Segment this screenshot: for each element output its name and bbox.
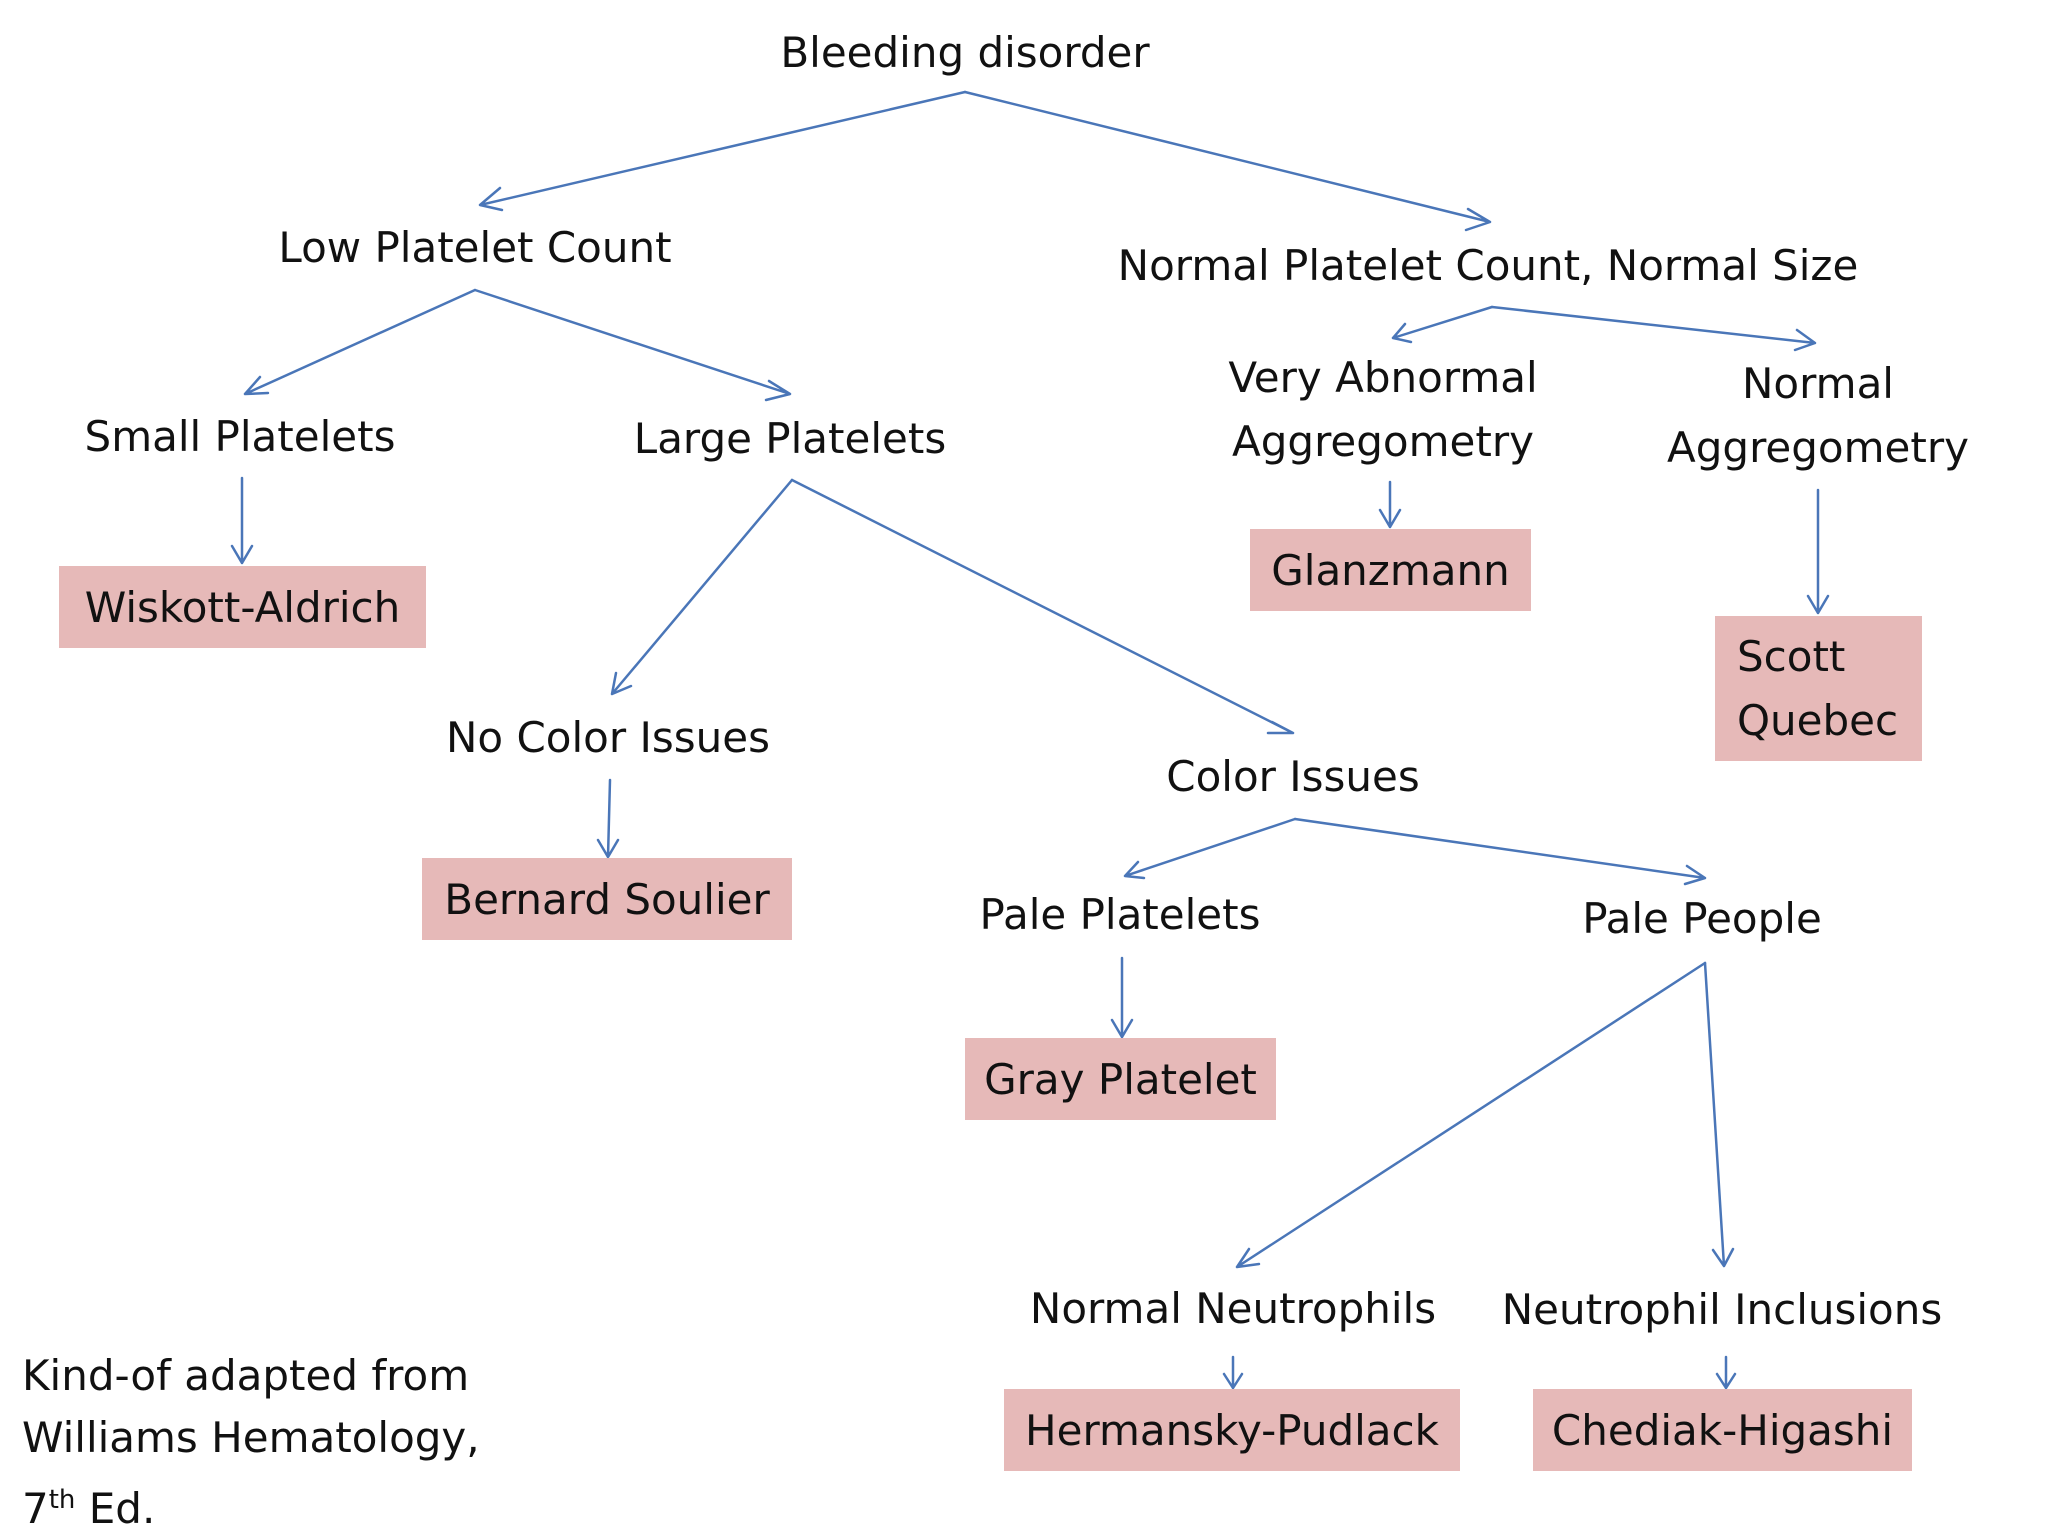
arrow-color-to-pale-platelets <box>1123 817 1297 880</box>
diagnosis-gray-platelet: Gray Platelet <box>965 1038 1276 1120</box>
node-normal-neutrophils: Normal Neutrophils <box>1029 1284 1437 1333</box>
source-edition-sup: th <box>48 1485 76 1515</box>
arrow-large-to-no-color <box>610 478 794 696</box>
diagnosis-glanzmann: Glanzmann <box>1250 529 1531 611</box>
source-edition-rest: Ed. <box>75 1484 156 1533</box>
arrow-low-count-to-large <box>473 288 792 402</box>
diagnosis-wiskott-aldrich: Wiskott-Aldrich <box>59 566 426 648</box>
diagnosis-chediak-higashi: Chediak-Higashi <box>1533 1389 1912 1471</box>
arrow-no-color-to-bernard <box>596 778 620 859</box>
arrow-pale-people-to-normal-neut <box>1235 961 1707 1269</box>
diagnosis-quebec: Quebec <box>1737 695 1899 745</box>
node-normal-aggr-line2: Aggregometry <box>1667 423 1969 472</box>
diagnosis-bernard-soulier: Bernard Soulier <box>422 858 792 940</box>
node-very-abnormal-line1: Very Abnormal <box>1228 353 1538 402</box>
node-pale-platelets: Pale Platelets <box>979 890 1261 939</box>
node-very-abnormal-line2: Aggregometry <box>1232 417 1534 466</box>
node-pale-people: Pale People <box>1582 894 1822 943</box>
arrow-pale-people-to-neut-incl <box>1703 961 1735 1268</box>
node-root: Bleeding disorder <box>780 28 1150 77</box>
source-line2: Williams Hematology, <box>22 1413 480 1462</box>
arrow-small-to-wiskott <box>230 476 254 565</box>
node-no-color-issues: No Color Issues <box>446 713 770 762</box>
arrow-low-count-to-small <box>243 288 477 396</box>
arrow-neut-incl-to-chediak <box>1715 1355 1737 1390</box>
arrow-normal-aggr-to-scott <box>1806 488 1830 615</box>
arrow-color-to-pale-people <box>1293 817 1707 886</box>
node-small-platelets: Small Platelets <box>84 412 396 461</box>
diagnosis-scott: Scott <box>1737 631 1846 681</box>
arrow-root-to-normal-count <box>963 90 1492 232</box>
diagnosis-hermansky-pudlack: Hermansky-Pudlack <box>1004 1389 1460 1471</box>
node-neutrophil-inclusions: Neutrophil Inclusions <box>1501 1285 1943 1334</box>
arrow-pale-platelets-to-gray <box>1110 956 1134 1039</box>
source-line1: Kind-of adapted from <box>22 1351 470 1400</box>
arrow-normal-count-to-normal-aggr <box>1490 305 1817 352</box>
arrow-large-to-color <box>790 478 1295 735</box>
arrow-very-abnormal-to-glanzmann <box>1378 480 1402 529</box>
node-low-platelet-count: Low Platelet Count <box>278 223 672 272</box>
source-edition-number: 7 <box>22 1484 49 1533</box>
node-color-issues: Color Issues <box>1166 752 1420 801</box>
arrow-root-to-low-count <box>478 90 967 212</box>
source-citation: Kind-of adapted from Williams Hematology… <box>22 1345 480 1540</box>
arrow-normal-neut-to-hermansky <box>1222 1355 1244 1390</box>
node-normal-aggregometry: Normal Aggregometry <box>1667 352 1969 480</box>
arrow-normal-count-to-very-abnormal <box>1391 305 1494 344</box>
diagnosis-scott-quebec: Scott Quebec <box>1715 616 1922 761</box>
node-large-platelets: Large Platelets <box>633 414 947 463</box>
node-very-abnormal-aggregometry: Very Abnormal Aggregometry <box>1228 346 1537 474</box>
source-line3: 7th Ed. <box>22 1469 480 1540</box>
node-normal-platelet-count: Normal Platelet Count, Normal Size <box>1117 241 1859 290</box>
node-normal-aggr-line1: Normal <box>1742 359 1894 408</box>
